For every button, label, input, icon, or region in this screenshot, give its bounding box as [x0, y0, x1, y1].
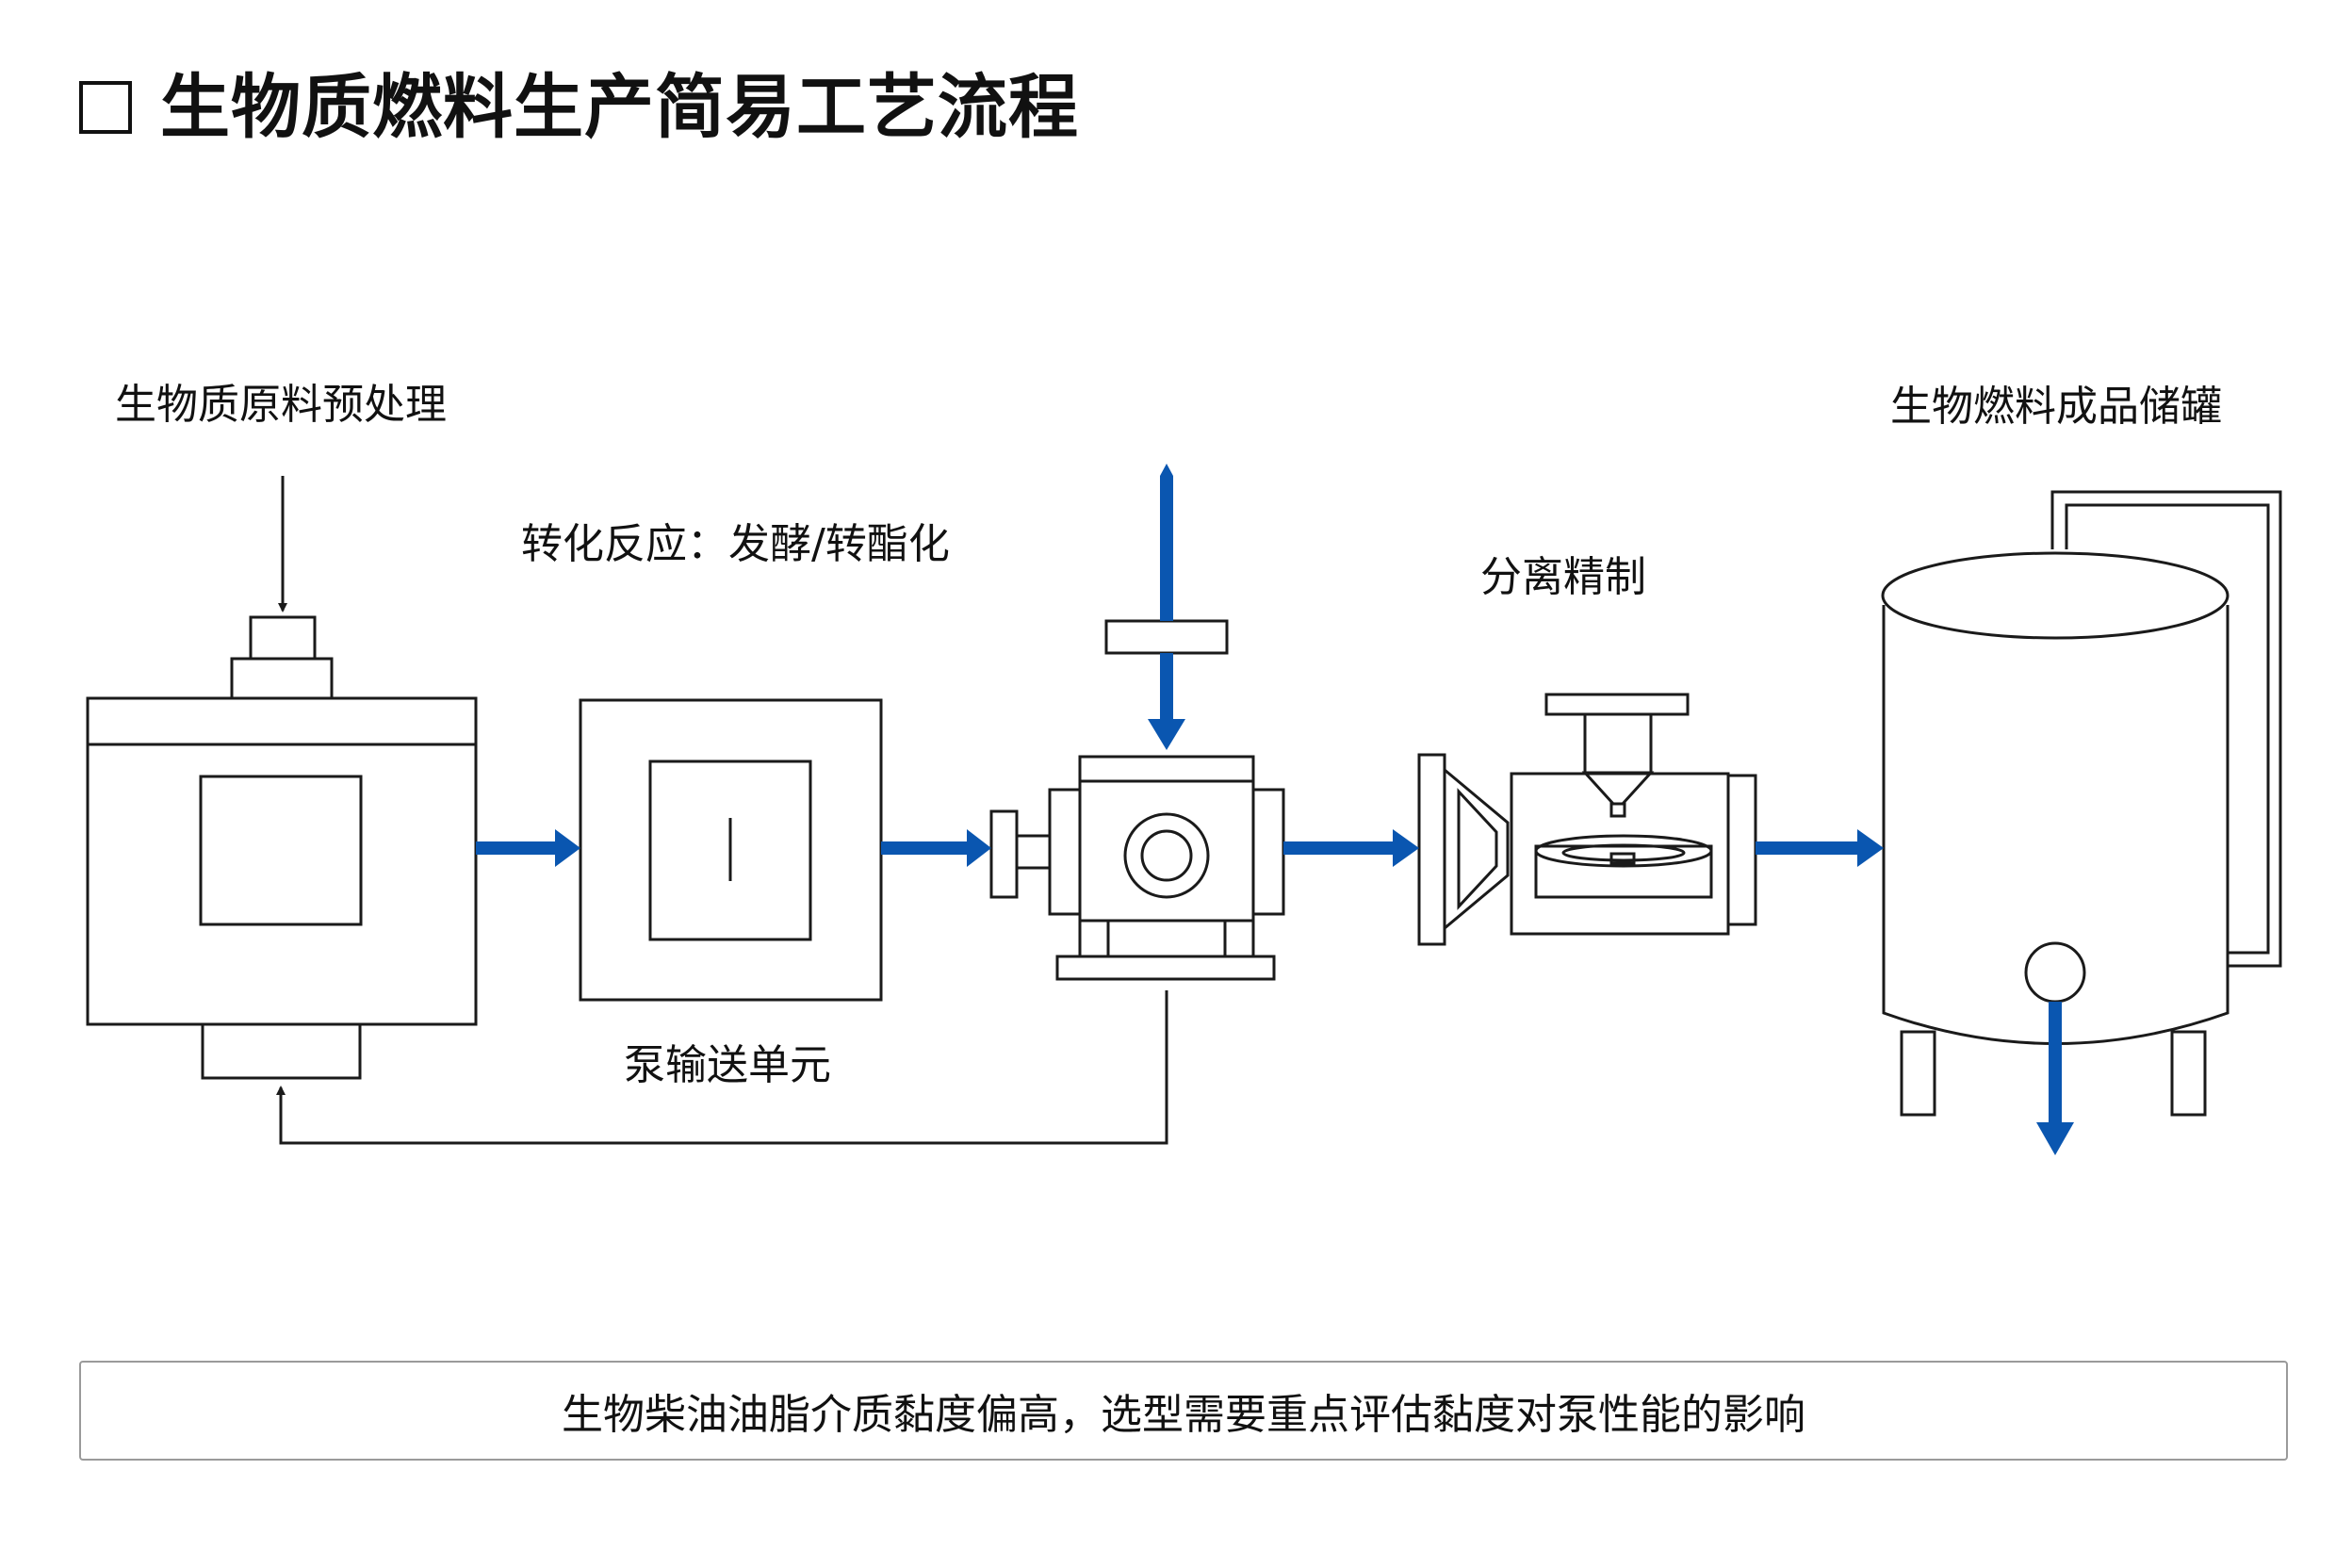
flow-arrow-pump-inlet: [1148, 464, 1185, 750]
label-storage-tank: 生物燃料成品储罐: [1890, 383, 2222, 431]
return-loop-line: [276, 990, 1168, 1145]
label-separation: 分离精制: [1480, 553, 1646, 601]
label-conversion: 转化反应：发酵/转酯化: [521, 520, 950, 568]
viscosity-note: 生物柴油油脂介质黏度偏高，选型需要重点评估黏度对泵性能的影响: [79, 1361, 2288, 1461]
page-title: 生物质燃料生产简易工艺流程: [160, 67, 1079, 148]
flow-arrow-pump-to-separation: [1283, 829, 1419, 867]
flow-arrows: [476, 464, 2074, 1155]
flow-arrow-separation-to-tank: [1756, 829, 1884, 867]
flow-arrow-pretreat-to-reactor: [476, 829, 580, 867]
label-pump-unit: 泵输送单元: [624, 1041, 831, 1089]
title-row: 生物质燃料生产简易工艺流程: [79, 62, 1079, 153]
reactor-unit: [579, 698, 883, 1002]
pump-unit: [989, 619, 1285, 981]
flow-arrow-reactor-to-pump: [881, 829, 991, 867]
viscosity-note-text: 生物柴油油脂介质黏度偏高，选型需要重点评估黏度对泵性能的影响: [562, 1391, 1805, 1439]
pretreatment-unit: [86, 615, 478, 1080]
flow-arrow-tank-outlet: [2036, 1002, 2074, 1155]
label-pretreatment: 生物质原料预处理: [115, 381, 447, 429]
checkbox-icon: [79, 81, 132, 134]
separation-unit: [1417, 693, 1757, 946]
storage-tank: [1881, 490, 2282, 1117]
